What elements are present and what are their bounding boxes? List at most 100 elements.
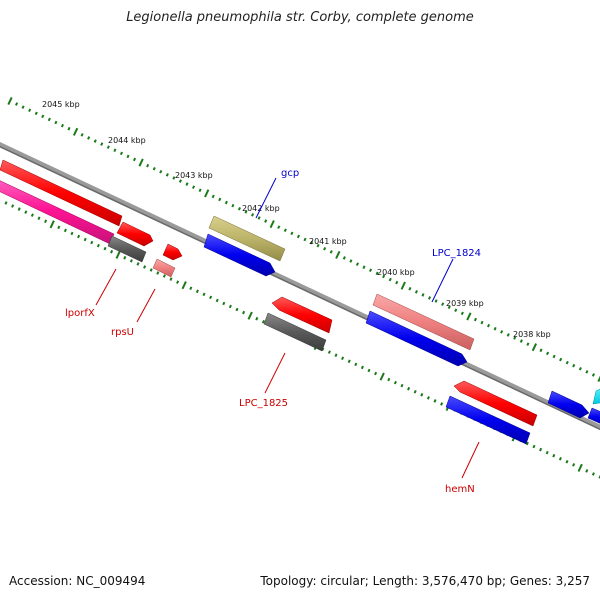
minor-tick [244, 210, 248, 214]
gene-feature-red[interactable] [0, 159, 123, 227]
gene-feature-red[interactable] [453, 380, 538, 427]
gene-feature-blue[interactable] [203, 233, 276, 277]
minor-tick [189, 286, 193, 291]
gene-label-hemN[interactable]: hemN [445, 484, 475, 495]
tick-label: 2044 kbp [108, 136, 146, 145]
tick-label: 2039 kbp [446, 299, 484, 308]
minor-tick [110, 249, 114, 254]
minor-tick [513, 336, 517, 340]
minor-tick [421, 293, 425, 297]
minor-tick [473, 317, 478, 322]
minor-tick [368, 268, 373, 273]
major-tick [72, 127, 79, 136]
minor-tick [126, 154, 130, 159]
leader-line-rpsU [136, 288, 156, 323]
gene-label-rpsU[interactable]: rpsU [111, 327, 134, 338]
gene-label-LPC_1824[interactable]: LPC_1824 [432, 248, 481, 259]
major-tick [115, 250, 121, 259]
leader-line-LPC_1825 [264, 352, 286, 394]
gene-feature-red[interactable] [271, 296, 333, 334]
major-tick [181, 281, 187, 290]
major-tick [400, 281, 406, 290]
tick-label: 2045 kbp [42, 100, 80, 109]
minor-tick [24, 210, 28, 214]
minor-tick [54, 120, 58, 125]
minor-tick [228, 304, 232, 309]
minor-tick [123, 256, 127, 260]
minor-tick [63, 228, 67, 233]
minor-tick [334, 353, 338, 358]
minor-tick [539, 348, 543, 353]
minor-tick [360, 365, 364, 370]
gene-labels: lporfX rpsU gcp LPC_1825 LPC_1824 hemN [65, 168, 481, 495]
minor-tick [149, 268, 153, 272]
gene-feature-red[interactable] [162, 243, 183, 261]
minor-tick [283, 228, 287, 233]
minor-tick [393, 380, 397, 385]
minor-tick [539, 447, 543, 452]
minor-tick [143, 265, 147, 269]
minor-tick [355, 262, 360, 266]
minor-tick [195, 289, 199, 294]
gene-feature-salmon[interactable] [152, 258, 176, 278]
outer-tick-track [7, 96, 600, 383]
minor-tick [96, 243, 100, 248]
gene-feature-cyan[interactable] [592, 386, 600, 405]
minor-tick [388, 277, 392, 282]
minor-tick [558, 456, 562, 461]
gene-feature-salmon[interactable] [372, 293, 475, 351]
leader-line-lporfX [95, 268, 117, 306]
minor-tick [572, 363, 576, 368]
minor-tick [67, 126, 71, 131]
minor-tick [129, 259, 133, 263]
minor-tick [349, 259, 353, 263]
minor-tick [237, 206, 242, 211]
gene-label-gcp[interactable]: gcp [281, 168, 299, 179]
genome-backbone-shadow [0, 145, 600, 431]
minor-tick [255, 316, 259, 321]
major-tick [335, 250, 341, 259]
minor-tick [30, 213, 34, 217]
gene-feature-blue[interactable] [445, 395, 531, 445]
minor-tick [309, 240, 314, 245]
minor-tick [585, 370, 589, 374]
minor-tick [354, 362, 358, 367]
minor-tick [136, 262, 140, 266]
minor-tick [585, 469, 589, 473]
minor-tick [235, 307, 239, 312]
minor-tick [222, 301, 226, 306]
minor-tick [526, 342, 530, 346]
minor-tick [242, 310, 246, 315]
minor-tick [90, 240, 94, 245]
minor-tick [486, 323, 491, 328]
minor-tick [408, 286, 412, 291]
minor-tick [316, 243, 320, 248]
minor-tick [100, 142, 104, 146]
major-tick [269, 220, 275, 229]
minor-tick [106, 145, 110, 149]
minor-tick [132, 157, 137, 162]
tick-label: 2041 kbp [309, 237, 347, 246]
minor-tick [218, 197, 222, 202]
minor-tick [231, 203, 235, 208]
gene-feature-gray[interactable] [107, 235, 147, 263]
map-title: Legionella pneumophila str. Corby, compl… [126, 10, 474, 25]
minor-tick [420, 393, 424, 397]
gene-feature-blue[interactable] [587, 407, 600, 426]
major-tick [138, 158, 144, 167]
gene-feature-blue[interactable] [547, 390, 590, 419]
minor-tick [21, 105, 25, 109]
gene-feature-olive[interactable] [208, 215, 286, 262]
minor-tick [525, 441, 529, 446]
gene-label-LPC_1825[interactable]: LPC_1825 [239, 398, 288, 409]
minor-tick [532, 444, 536, 449]
minor-tick [37, 216, 41, 221]
gene-label-lporfX[interactable]: lporfX [65, 308, 95, 319]
minor-tick [427, 296, 432, 300]
gene-feature-gray[interactable] [263, 312, 327, 352]
gene-feature-red[interactable] [116, 221, 154, 247]
minor-tick [362, 265, 366, 269]
gene-feature-blue[interactable] [365, 310, 468, 367]
major-tick [577, 463, 583, 472]
